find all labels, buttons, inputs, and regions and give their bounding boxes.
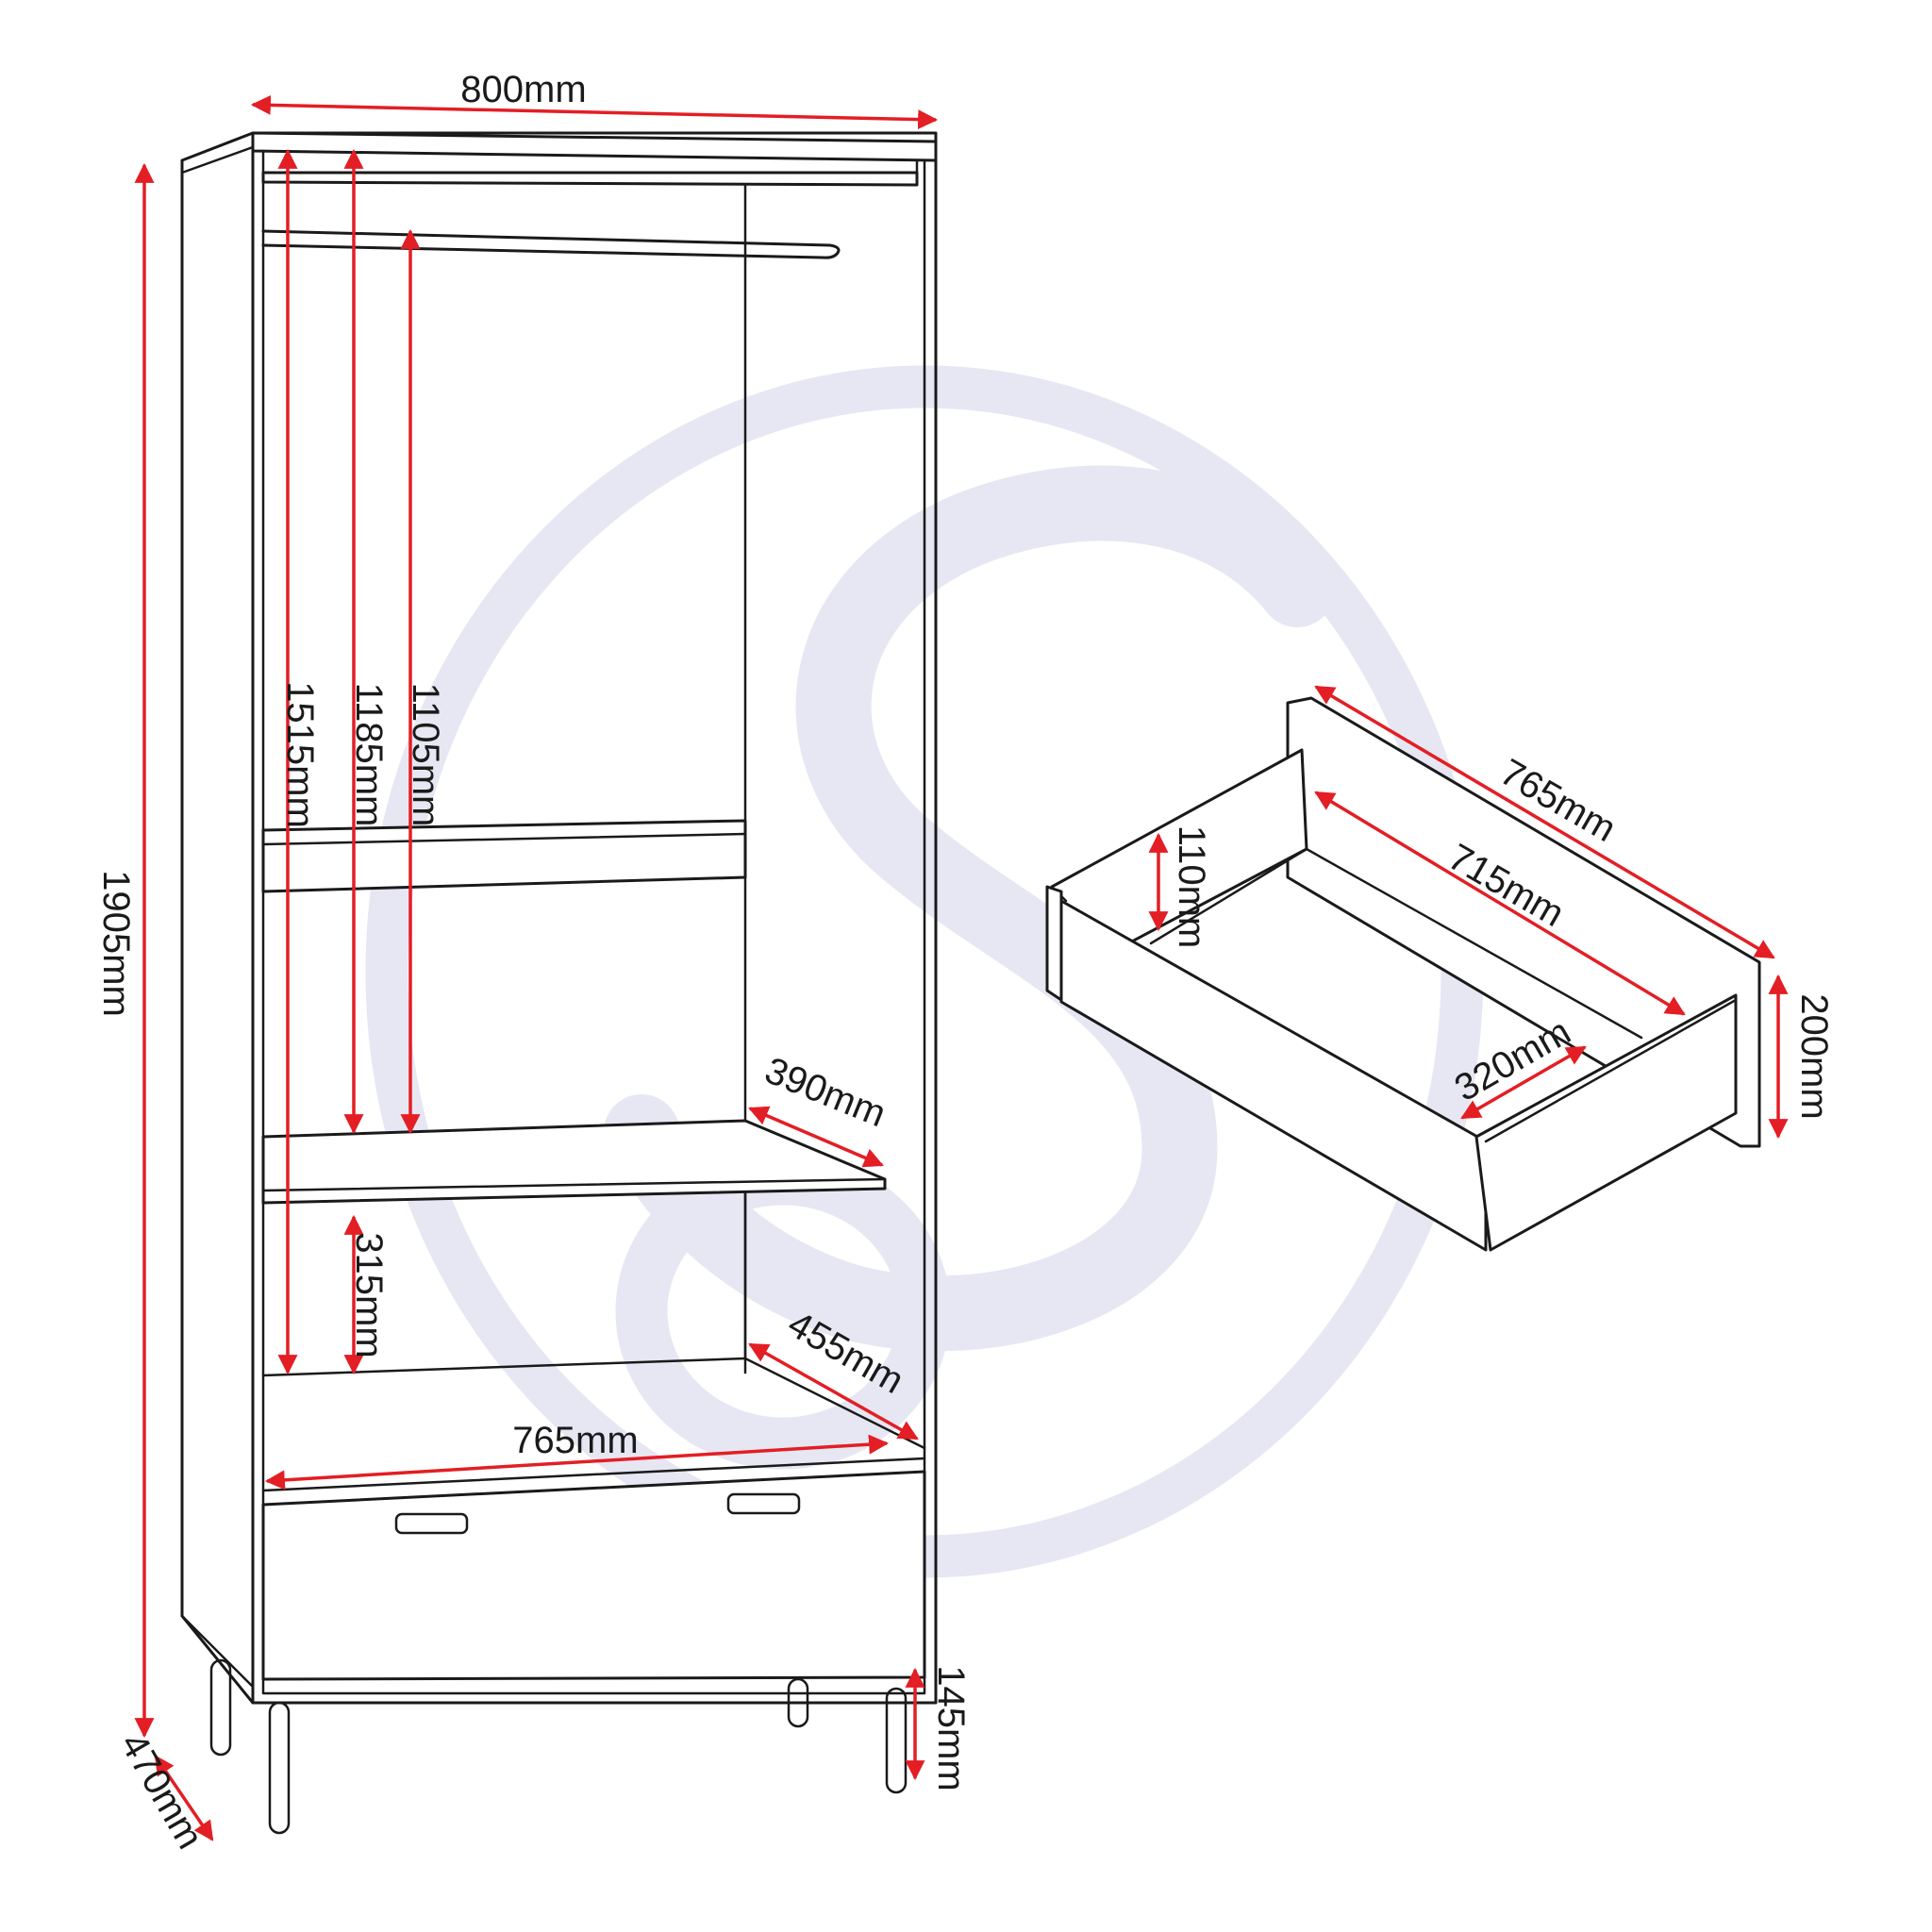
label-width: 800mm [460, 69, 586, 110]
label-height: 1905mm [95, 870, 137, 1017]
side-base-edge [180, 1614, 255, 1689]
dim-width-line [250, 94, 939, 130]
label-765-inner: 765mm [512, 1420, 638, 1461]
drawer-front [261, 1470, 926, 1681]
hanging-rail [261, 229, 841, 259]
middle-divider [261, 819, 747, 893]
label-1515: 1515mm [279, 681, 321, 828]
leg-back-right [787, 1677, 809, 1728]
wardrobe-front-frame [251, 131, 938, 1705]
dim-765-inner-line [264, 1434, 890, 1491]
drawer-left-front [1045, 885, 1063, 1002]
dim-drawer-320-line [1460, 1045, 1587, 1120]
wardrobe-inner-frame [261, 149, 926, 1695]
label-145: 145mm [930, 1665, 972, 1790]
leg-back-left [209, 1658, 232, 1757]
label-1105: 1105mm [405, 683, 446, 827]
label-depth: 470mm [112, 1726, 211, 1857]
top-left-edge [180, 131, 255, 162]
label-1185: 1185mm [348, 683, 390, 827]
wardrobe-side-panel [180, 131, 255, 1705]
top-rail-shelf [261, 171, 919, 187]
drawer-handle-left [394, 1512, 469, 1535]
dim-455-line [748, 1342, 919, 1441]
label-drawer-110: 110mm [1171, 825, 1212, 948]
drawer-right-side [1474, 993, 1738, 1252]
side-top-edge [180, 145, 255, 175]
drawer-handle-right [726, 1492, 801, 1515]
label-315: 315mm [348, 1232, 390, 1357]
dim-depth-line [154, 1755, 214, 1841]
middle-divider-edge [261, 832, 747, 846]
wardrobe-drawing: 800mm 1905mm 470mm 1515mm 1185mm 1105mm … [95, 69, 972, 1856]
shelf-front-edge [261, 1177, 887, 1192]
shelf [261, 1119, 887, 1205]
drawer-bottom-front [1059, 899, 1488, 1252]
dim-390-line [748, 1106, 884, 1168]
label-drawer-200: 200mm [1793, 993, 1835, 1119]
leg-front-left [268, 1701, 291, 1835]
dim-drawer-715-line [1314, 791, 1686, 1016]
